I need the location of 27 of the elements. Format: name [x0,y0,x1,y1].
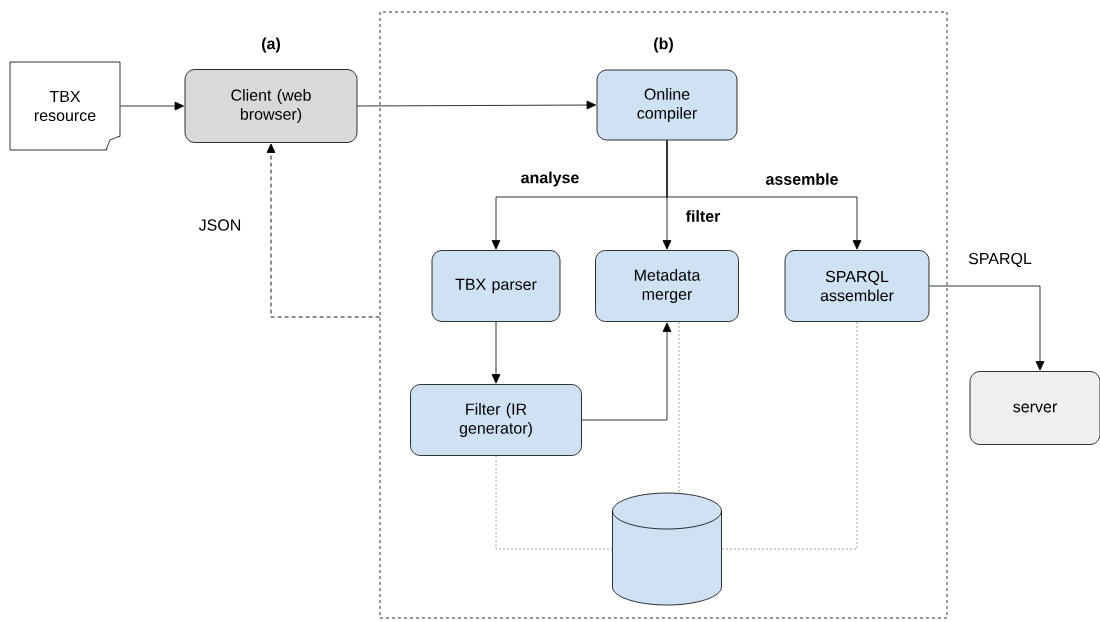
arrow [581,322,672,421]
edge-label: JSON [197,218,243,232]
edge-label: SPARQL [967,251,1033,269]
arrow [666,140,862,250]
database-cylinder [612,492,722,606]
process-box: Metadata merger [595,250,739,322]
process-box: Filter (IR generator) [410,384,582,456]
group-heading: (b) [654,37,673,53]
document-box: TBX resource [9,61,121,151]
panel-label: (a) [262,37,280,53]
dashed-frame [379,11,948,619]
edge-label: filter [684,209,722,223]
process-box: server [969,371,1100,445]
edge-label: analyse [519,170,581,188]
process-box: Online compiler [596,69,738,141]
connector-line [495,455,613,550]
arrow [491,321,501,384]
connector-line [721,321,858,550]
edge-label: assemble [764,172,840,186]
process-box: SPARQL assembler [784,250,930,322]
arrow [266,143,381,318]
process-box: Client (web browser) [184,69,358,143]
process-box: TBX parser [431,250,561,322]
arrow [929,285,1045,371]
arrow [357,100,597,110]
arrow [120,101,185,111]
connector-line [678,321,680,495]
